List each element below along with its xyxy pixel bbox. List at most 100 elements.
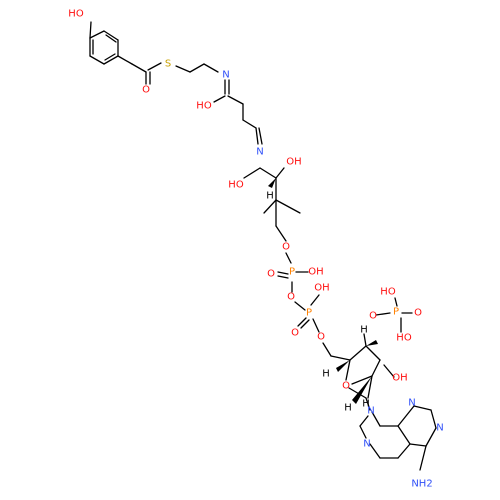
atom-label: S xyxy=(165,59,171,70)
bond xyxy=(275,225,287,242)
atom-label: O xyxy=(369,311,377,322)
bond xyxy=(371,411,381,427)
atom-label: HO xyxy=(196,101,212,112)
bond xyxy=(300,319,310,329)
atom-label: H xyxy=(266,191,274,202)
bond xyxy=(89,30,105,39)
bond xyxy=(89,55,105,65)
bond xyxy=(430,409,437,429)
bond xyxy=(131,63,147,73)
atom-label: N xyxy=(436,423,443,434)
bond xyxy=(349,345,367,361)
wedge-bond xyxy=(352,376,372,404)
bond xyxy=(277,271,289,275)
bond xyxy=(175,65,191,73)
atom-label: O xyxy=(342,381,350,392)
atom-label: OH xyxy=(286,157,301,168)
bond xyxy=(294,301,306,311)
atom-label: N xyxy=(222,70,229,81)
wedge-bond xyxy=(366,340,378,346)
atom-label: N xyxy=(256,147,263,158)
bond xyxy=(375,312,391,316)
bond xyxy=(147,62,162,71)
atom-label: O xyxy=(414,308,422,319)
bond xyxy=(103,55,119,65)
atom-label: O xyxy=(142,85,150,96)
atom-label: P xyxy=(393,307,399,318)
bond xyxy=(359,415,369,427)
atom-label: O xyxy=(267,269,275,280)
atom-label: HO xyxy=(380,287,396,298)
atom-label: P xyxy=(289,267,295,278)
atom-label: P xyxy=(306,308,312,319)
bonds xyxy=(89,21,437,471)
bond xyxy=(419,445,427,471)
atom-label: O xyxy=(291,328,299,339)
bond xyxy=(275,167,285,179)
bond xyxy=(330,355,351,361)
bond xyxy=(397,425,411,445)
atom-label: H xyxy=(362,399,370,410)
wedge-bond xyxy=(268,178,276,188)
bond xyxy=(397,443,411,459)
atom-label: HO xyxy=(396,333,412,344)
bond xyxy=(365,397,371,411)
bond xyxy=(383,364,395,378)
bond xyxy=(263,199,277,214)
bond xyxy=(285,252,292,264)
bond xyxy=(425,427,437,447)
bond xyxy=(255,127,259,145)
bond xyxy=(369,443,381,459)
bond xyxy=(203,63,219,73)
wedge-bond xyxy=(336,360,350,372)
bond xyxy=(394,297,398,307)
bond xyxy=(105,34,117,43)
atom-label: O xyxy=(317,332,325,343)
atom-label: OH xyxy=(314,283,329,294)
bond xyxy=(297,317,307,327)
atom-label: O xyxy=(287,292,295,303)
bond xyxy=(310,294,320,306)
bond xyxy=(104,53,116,61)
atom-labels: HO S O N HO N OH HO H O P O OH O P OH O … xyxy=(68,9,443,490)
bond xyxy=(365,345,381,361)
bond xyxy=(259,167,277,179)
bond xyxy=(189,63,205,73)
bond xyxy=(103,30,119,41)
bond xyxy=(242,119,257,129)
atom-label: HO xyxy=(228,180,244,191)
bond xyxy=(345,359,351,381)
bond xyxy=(117,55,133,65)
bond xyxy=(312,318,320,333)
bond xyxy=(367,375,373,399)
bond xyxy=(322,342,332,357)
atom-label: N xyxy=(408,398,415,409)
atom-label: N xyxy=(367,406,374,417)
atom-label: OH xyxy=(308,267,323,278)
bond xyxy=(413,405,432,411)
atom-label: HO xyxy=(68,9,84,20)
atom-label: O xyxy=(282,242,290,253)
bond xyxy=(409,443,427,447)
atom-label: OH xyxy=(392,373,407,384)
bond xyxy=(275,199,301,214)
atom-label: NH2 xyxy=(411,479,432,490)
bond xyxy=(348,387,367,399)
stereo-bonds xyxy=(268,178,378,404)
bond xyxy=(359,425,367,439)
bond xyxy=(397,405,415,427)
bond xyxy=(213,95,226,103)
bond xyxy=(351,375,373,385)
bond xyxy=(277,275,289,279)
bond xyxy=(371,359,381,377)
bond xyxy=(243,167,261,179)
atom-label: H xyxy=(322,369,330,380)
bond xyxy=(363,333,367,347)
bond xyxy=(258,127,263,145)
atom-label: N xyxy=(363,439,370,450)
bond xyxy=(89,21,92,39)
bond xyxy=(227,95,244,105)
atom-label: H xyxy=(360,325,368,336)
atom-label: H xyxy=(344,403,352,414)
